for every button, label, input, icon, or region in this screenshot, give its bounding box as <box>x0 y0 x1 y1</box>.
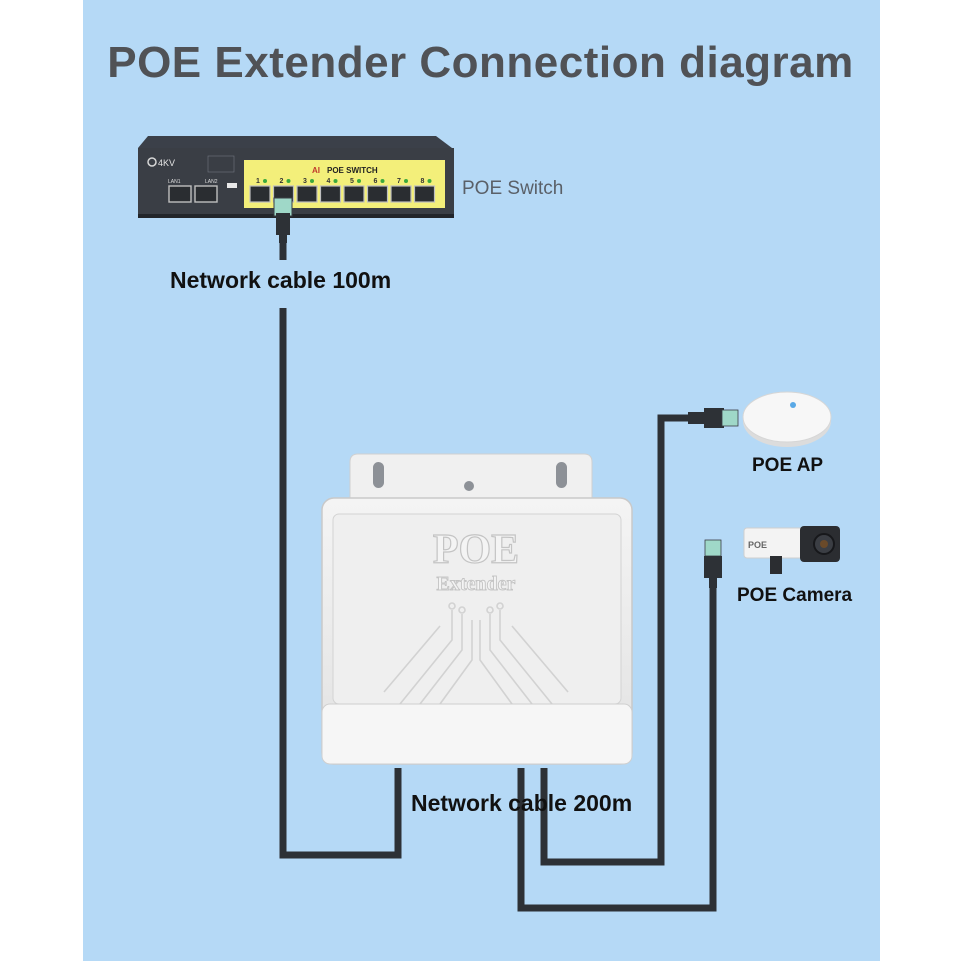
poe-port-led <box>286 179 291 183</box>
poe-port-number: 7 <box>397 178 401 185</box>
poe-port-number: 2 <box>280 178 284 185</box>
extender-brand: POE <box>433 527 519 573</box>
poe-port-led <box>427 179 432 183</box>
mount-hole-right <box>556 462 567 488</box>
mount-hole-left <box>373 462 384 488</box>
lan1-port <box>168 185 192 203</box>
lan2-label: LAN2 <box>205 179 218 185</box>
poe-panel-title: POE SWITCH <box>327 166 378 175</box>
cable-extender-to-ap <box>540 414 688 866</box>
poe-port <box>249 185 271 203</box>
camera-brand: POE <box>748 540 767 550</box>
poe-port <box>319 185 342 203</box>
mount-screw-center <box>464 481 474 491</box>
poe-port-led <box>357 179 361 183</box>
poe-port-number: 8 <box>421 178 425 185</box>
switch-badge-text: 4KV <box>158 158 175 168</box>
poe-port <box>366 185 389 203</box>
poe-switch: 4KV LAN1 LAN2 AI POE SWITCH 1 2 3 4 5 6 7 8 <box>138 136 454 218</box>
upstream-cable-label: Network cable 100m <box>170 267 392 293</box>
poe-ap-device <box>742 391 832 447</box>
switch-cable-connector <box>273 197 293 243</box>
poe-camera-device: POE <box>743 526 840 574</box>
lan2-port <box>194 185 218 203</box>
poe-port <box>413 185 436 203</box>
lan1-label: LAN1 <box>168 179 181 185</box>
ap-cable-connector <box>688 408 739 428</box>
poe-extender: POE Extender <box>321 453 633 765</box>
diagram-title: POE Extender Connection diagram <box>107 38 854 87</box>
poe-port-led <box>380 179 385 183</box>
extender-circuit-pattern <box>383 602 569 705</box>
poe-switch-label: POE Switch <box>462 178 564 199</box>
cable-extender-to-camera <box>517 585 717 912</box>
poe-port-number: 5 <box>350 178 354 185</box>
camera-cable-connector <box>704 539 722 588</box>
poe-port-number: 3 <box>303 178 307 185</box>
poe-port-number: 1 <box>256 178 260 185</box>
downstream-cable-label: Network cable 200m <box>411 790 633 816</box>
poe-port-number: 6 <box>374 178 378 185</box>
poe-port-led <box>404 179 408 183</box>
extender-name: Extender <box>437 573 516 595</box>
ap-status-led <box>790 402 796 408</box>
poe-panel-prefix: AI <box>312 166 320 175</box>
poe-port-led <box>333 179 338 183</box>
poe-camera-label: POE Camera <box>737 585 853 606</box>
poe-port-led <box>310 179 314 183</box>
poe-port <box>296 185 318 203</box>
poe-port-led <box>263 179 267 183</box>
poe-port-number: 4 <box>327 178 331 185</box>
switch-badge-icon <box>147 157 157 167</box>
poe-port <box>343 185 365 203</box>
poe-ap-label: POE AP <box>752 455 824 476</box>
poe-port <box>390 185 412 203</box>
